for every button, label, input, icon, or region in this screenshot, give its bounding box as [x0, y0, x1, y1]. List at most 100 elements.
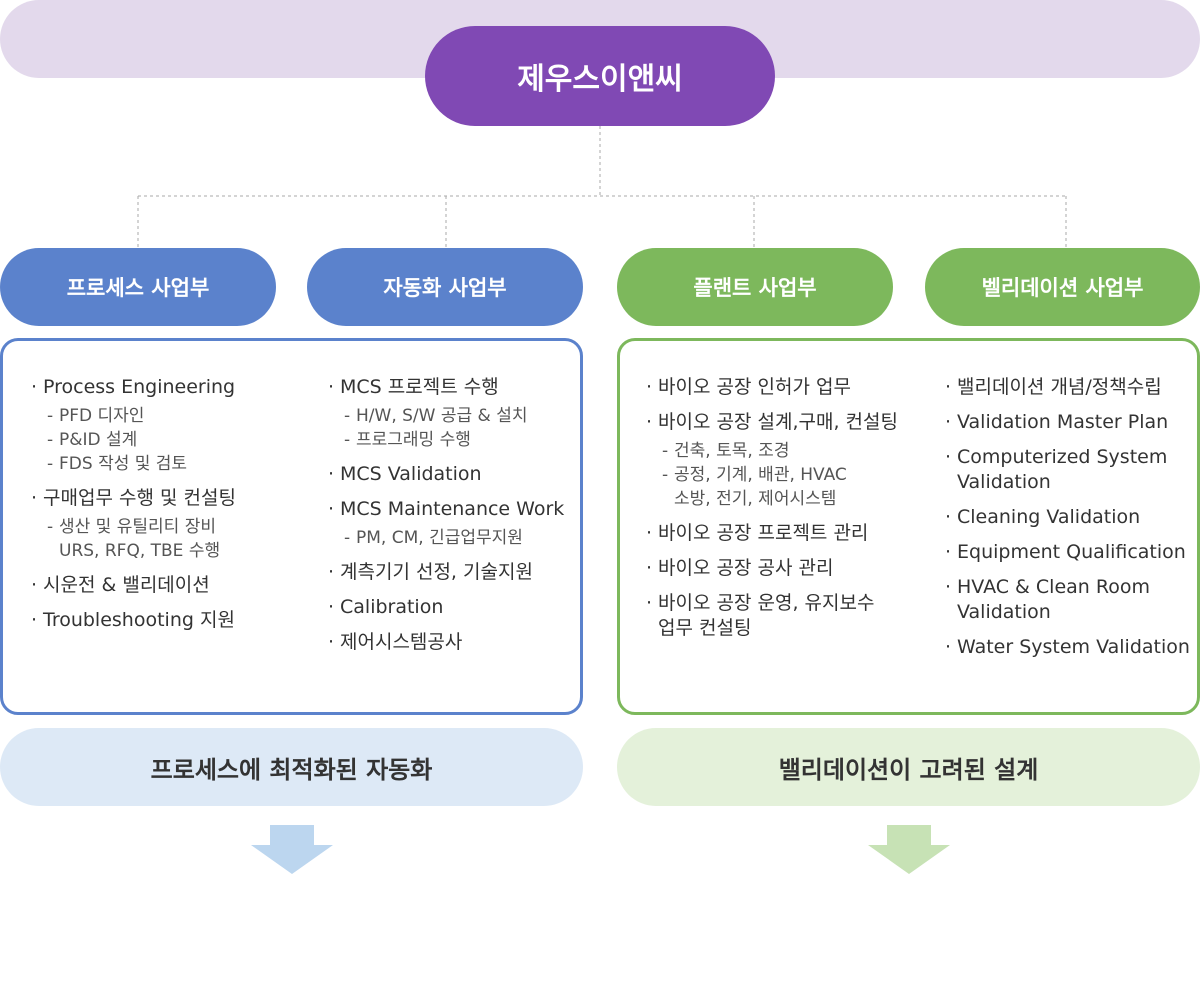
division-plant-label: 플랜트 사업부: [693, 276, 817, 300]
list-item: ·Cleaning Validation: [945, 505, 1195, 530]
sub-item-text: PM, CM, 긴급업무지원: [356, 528, 523, 548]
bullet-dot: ·: [945, 446, 952, 468]
list-item-text: 바이오 공장 설계,구매, 컨설팅: [658, 411, 898, 433]
list-item-text: 시운전 & 밸리데이션: [43, 574, 210, 596]
list-item: ·제어시스템공사: [328, 630, 578, 655]
list-item: ·바이오 공장 프로젝트 관리: [646, 521, 936, 546]
root-node: 제우스이앤씨: [425, 26, 775, 126]
bullet-dot: ·: [328, 376, 335, 398]
sub-item-text: H/W, S/W 공급 & 설치: [356, 406, 528, 426]
sub-item-text: PFD 디자인: [59, 406, 145, 426]
bullet-dot: ·: [328, 631, 335, 653]
list-item: ·MCS 프로젝트 수행 -H/W, S/W 공급 & 설치-프로그래밍 수행: [328, 375, 578, 452]
left-content-box: ·Process Engineering-PFD 디자인-P&ID 설계-FDS…: [0, 338, 583, 715]
list-item-text: MCS Validation: [340, 463, 482, 485]
division-plant: 플랜트 사업부: [617, 248, 893, 326]
bullet-dot: ·: [646, 522, 653, 544]
list-item-text: 밸리데이션 개념/정책수립: [957, 376, 1162, 398]
list-item: ·구매업무 수행 및 컨설팅-생산 및 유틸리티 장비 URS, RFQ, TB…: [31, 486, 311, 563]
sub-item: -프로그래밍 수행: [340, 428, 578, 452]
list-item: ·바이오 공장 설계,구매, 컨설팅 -건축, 토목, 조경-공정, 기계, 배관…: [646, 410, 936, 511]
sub-item: -FDS 작성 및 검토: [43, 452, 311, 476]
sub-item-dash: -: [344, 430, 351, 450]
sub-item: -PM, CM, 긴급업무지원: [340, 526, 578, 550]
list-item-text: HVAC & Clean Room Validation: [957, 576, 1150, 623]
list-item: ·Water System Validation: [945, 635, 1195, 660]
sub-item-dash: -: [662, 441, 669, 461]
automation-services-list: ·MCS 프로젝트 수행-H/W, S/W 공급 & 설치-프로그래밍 수행·M…: [328, 375, 578, 655]
list-item: ·계측기기 선정, 기술지원: [328, 560, 578, 585]
sub-item: -PFD 디자인: [43, 404, 311, 428]
division-automation: 자동화 사업부: [307, 248, 583, 326]
right-content-box: ·바이오 공장 인허가 업무·바이오 공장 설계,구매, 컨설팅-건축, 토목,…: [617, 338, 1200, 715]
sub-item: -생산 및 유틸리티 장비 URS, RFQ, TBE 수행: [43, 515, 311, 563]
list-item-text: Computerized System Validation: [957, 446, 1168, 493]
list-item-text: 구매업무 수행 및 컨설팅: [43, 487, 236, 509]
list-item: ·Computerized System Validation: [945, 445, 1195, 495]
bullet-dot: ·: [945, 576, 952, 598]
list-item-text: Equipment Qualification: [957, 541, 1186, 563]
sub-item-dash: -: [344, 528, 351, 548]
bullet-dot: ·: [328, 596, 335, 618]
list-item-text: 바이오 공장 운영, 유지보수 업무 컨설팅: [658, 592, 875, 639]
sub-item: -P&ID 설계: [43, 428, 311, 452]
list-item: ·Calibration: [328, 595, 578, 620]
plant-services-list: ·바이오 공장 인허가 업무·바이오 공장 설계,구매, 컨설팅-건축, 토목,…: [646, 375, 936, 641]
sub-item-text: 건축, 토목, 조경: [674, 441, 790, 461]
sub-item-dash: -: [344, 406, 351, 426]
summary-right: 밸리데이션이 고려된 설계: [617, 728, 1200, 806]
list-item-text: 바이오 공장 인허가 업무: [658, 376, 851, 398]
sub-item: -공정, 기계, 배관, HVAC 소방, 전기, 제어시스템: [658, 463, 936, 511]
bullet-dot: ·: [945, 376, 952, 398]
list-item: ·Validation Master Plan: [945, 410, 1195, 435]
division-validation: 벨리데이션 사업부: [925, 248, 1200, 326]
division-process: 프로세스 사업부: [0, 248, 276, 326]
list-item: ·바이오 공장 공사 관리: [646, 556, 936, 581]
list-item: ·HVAC & Clean Room Validation: [945, 575, 1195, 625]
bullet-dot: ·: [646, 411, 653, 433]
down-arrow-right-icon: [868, 825, 950, 874]
list-item-text: Troubleshooting 지원: [43, 609, 235, 631]
list-item: ·Troubleshooting 지원: [31, 608, 311, 633]
list-item: ·밸리데이션 개념/정책수립: [945, 375, 1195, 400]
list-item: ·Process Engineering-PFD 디자인-P&ID 설계-FDS…: [31, 375, 311, 476]
sub-item-text: 프로그래밍 수행: [356, 430, 471, 450]
division-automation-label: 자동화 사업부: [383, 276, 507, 300]
bullet-dot: ·: [31, 609, 38, 631]
list-item-text: 제어시스템공사: [340, 631, 463, 653]
list-item-text: 바이오 공장 공사 관리: [658, 557, 834, 579]
sub-item-text: 생산 및 유틸리티 장비 URS, RFQ, TBE 수행: [59, 517, 221, 561]
list-item-text: Cleaning Validation: [957, 506, 1141, 528]
sub-item: -건축, 토목, 조경: [658, 439, 936, 463]
bullet-dot: ·: [646, 557, 653, 579]
root-title: 제우스이앤씨: [517, 62, 683, 97]
list-item: ·바이오 공장 운영, 유지보수 업무 컨설팅: [646, 591, 936, 641]
bullet-dot: ·: [646, 592, 653, 614]
sub-item-text: 공정, 기계, 배관, HVAC 소방, 전기, 제어시스템: [674, 465, 847, 509]
bullet-dot: ·: [31, 376, 38, 398]
sub-item-dash: -: [47, 430, 54, 450]
summary-left: 프로세스에 최적화된 자동화: [0, 728, 583, 806]
bullet-dot: ·: [328, 561, 335, 583]
validation-services-list: ·밸리데이션 개념/정책수립·Validation Master Plan·Co…: [945, 375, 1195, 660]
bullet-dot: ·: [945, 411, 952, 433]
list-item-text: MCS 프로젝트 수행: [340, 376, 499, 398]
bullet-dot: ·: [945, 636, 952, 658]
list-item: ·Equipment Qualification: [945, 540, 1195, 565]
bullet-dot: ·: [646, 376, 653, 398]
list-item: ·MCS Maintenance Work-PM, CM, 긴급업무지원: [328, 497, 578, 550]
sub-item-dash: -: [662, 465, 669, 485]
bullet-dot: ·: [328, 463, 335, 485]
list-item-text: Calibration: [340, 596, 444, 618]
sub-item-text: FDS 작성 및 검토: [59, 454, 188, 474]
list-item-text: Process Engineering: [43, 376, 236, 398]
bullet-dot: ·: [328, 498, 335, 520]
sub-item-dash: -: [47, 517, 54, 537]
bullet-dot: ·: [31, 574, 38, 596]
summary-left-label: 프로세스에 최적화된 자동화: [150, 755, 433, 784]
list-item: ·시운전 & 밸리데이션: [31, 573, 311, 598]
bullet-dot: ·: [945, 506, 952, 528]
summary-right-label: 밸리데이션이 고려된 설계: [778, 755, 1039, 784]
division-process-label: 프로세스 사업부: [66, 276, 210, 300]
sub-item-dash: -: [47, 454, 54, 474]
